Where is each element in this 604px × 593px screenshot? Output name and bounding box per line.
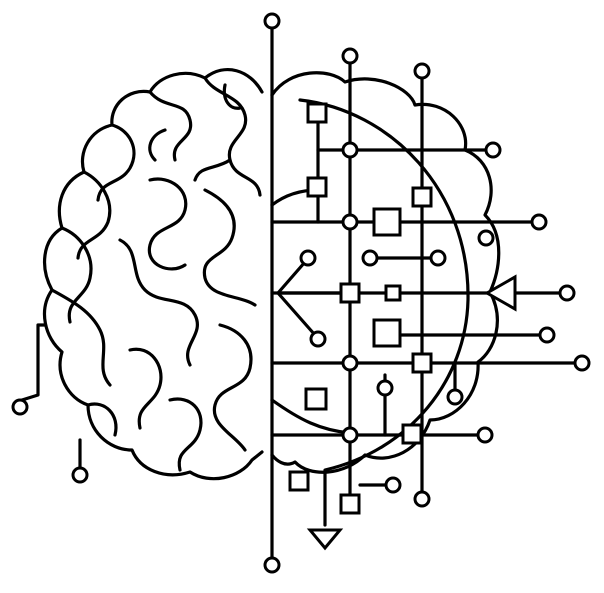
node-circle	[361, 249, 379, 267]
inner-arc	[298, 98, 470, 527]
node-circle	[71, 466, 89, 484]
node-square	[288, 470, 310, 492]
node-square	[372, 318, 402, 348]
node-circle	[538, 326, 556, 344]
brain-fold	[147, 177, 188, 271]
lead-wire	[20, 323, 47, 402]
brain-fold	[50, 288, 112, 387]
node-circle	[341, 426, 359, 444]
node-circle	[341, 354, 359, 372]
brain-fold	[118, 238, 199, 367]
node-circle	[429, 249, 447, 267]
node-circle	[299, 249, 317, 267]
node-circle	[263, 12, 281, 30]
node-circle	[11, 398, 29, 416]
brain-fold	[222, 83, 242, 110]
node-circle	[558, 284, 576, 302]
brain-fold	[212, 323, 253, 452]
node-circle	[573, 354, 591, 372]
node-circle	[263, 556, 281, 574]
node-circle	[484, 141, 502, 159]
organic-brain-hemisphere	[11, 68, 264, 484]
node-square	[384, 284, 402, 302]
node-circle	[476, 426, 494, 444]
node-square	[306, 102, 328, 124]
node-circle	[376, 379, 394, 397]
node-circle	[413, 490, 431, 508]
left-hemisphere-outline	[42, 68, 264, 481]
node-circle	[530, 213, 548, 231]
circuit-brain-hemisphere	[270, 47, 591, 551]
node-circle	[341, 213, 359, 231]
brain-fold	[86, 402, 118, 437]
arrow-triangle	[306, 528, 344, 551]
node-circle	[341, 141, 359, 159]
inner-arc	[270, 398, 352, 435]
brain-fold	[128, 347, 163, 430]
brain-fold	[148, 128, 167, 162]
node-square	[339, 282, 361, 304]
node-circle	[309, 330, 327, 348]
brain-fold	[148, 90, 193, 162]
brain-fold	[193, 158, 232, 182]
brain-fold	[168, 397, 203, 472]
brain-fold	[60, 226, 93, 324]
node-square	[339, 493, 361, 515]
arrow-triangle	[483, 274, 517, 312]
node-square	[306, 176, 328, 198]
node-circle	[341, 47, 359, 65]
node-square	[304, 387, 328, 411]
node-square	[411, 186, 433, 208]
brain-fold	[202, 188, 257, 307]
node-circle	[384, 476, 402, 494]
brain-fold	[203, 76, 262, 197]
node-square	[411, 352, 433, 374]
node-circle	[477, 229, 495, 247]
node-square	[372, 207, 402, 237]
node-circle	[446, 388, 464, 406]
node-square	[401, 423, 423, 445]
node-circle	[413, 62, 431, 80]
